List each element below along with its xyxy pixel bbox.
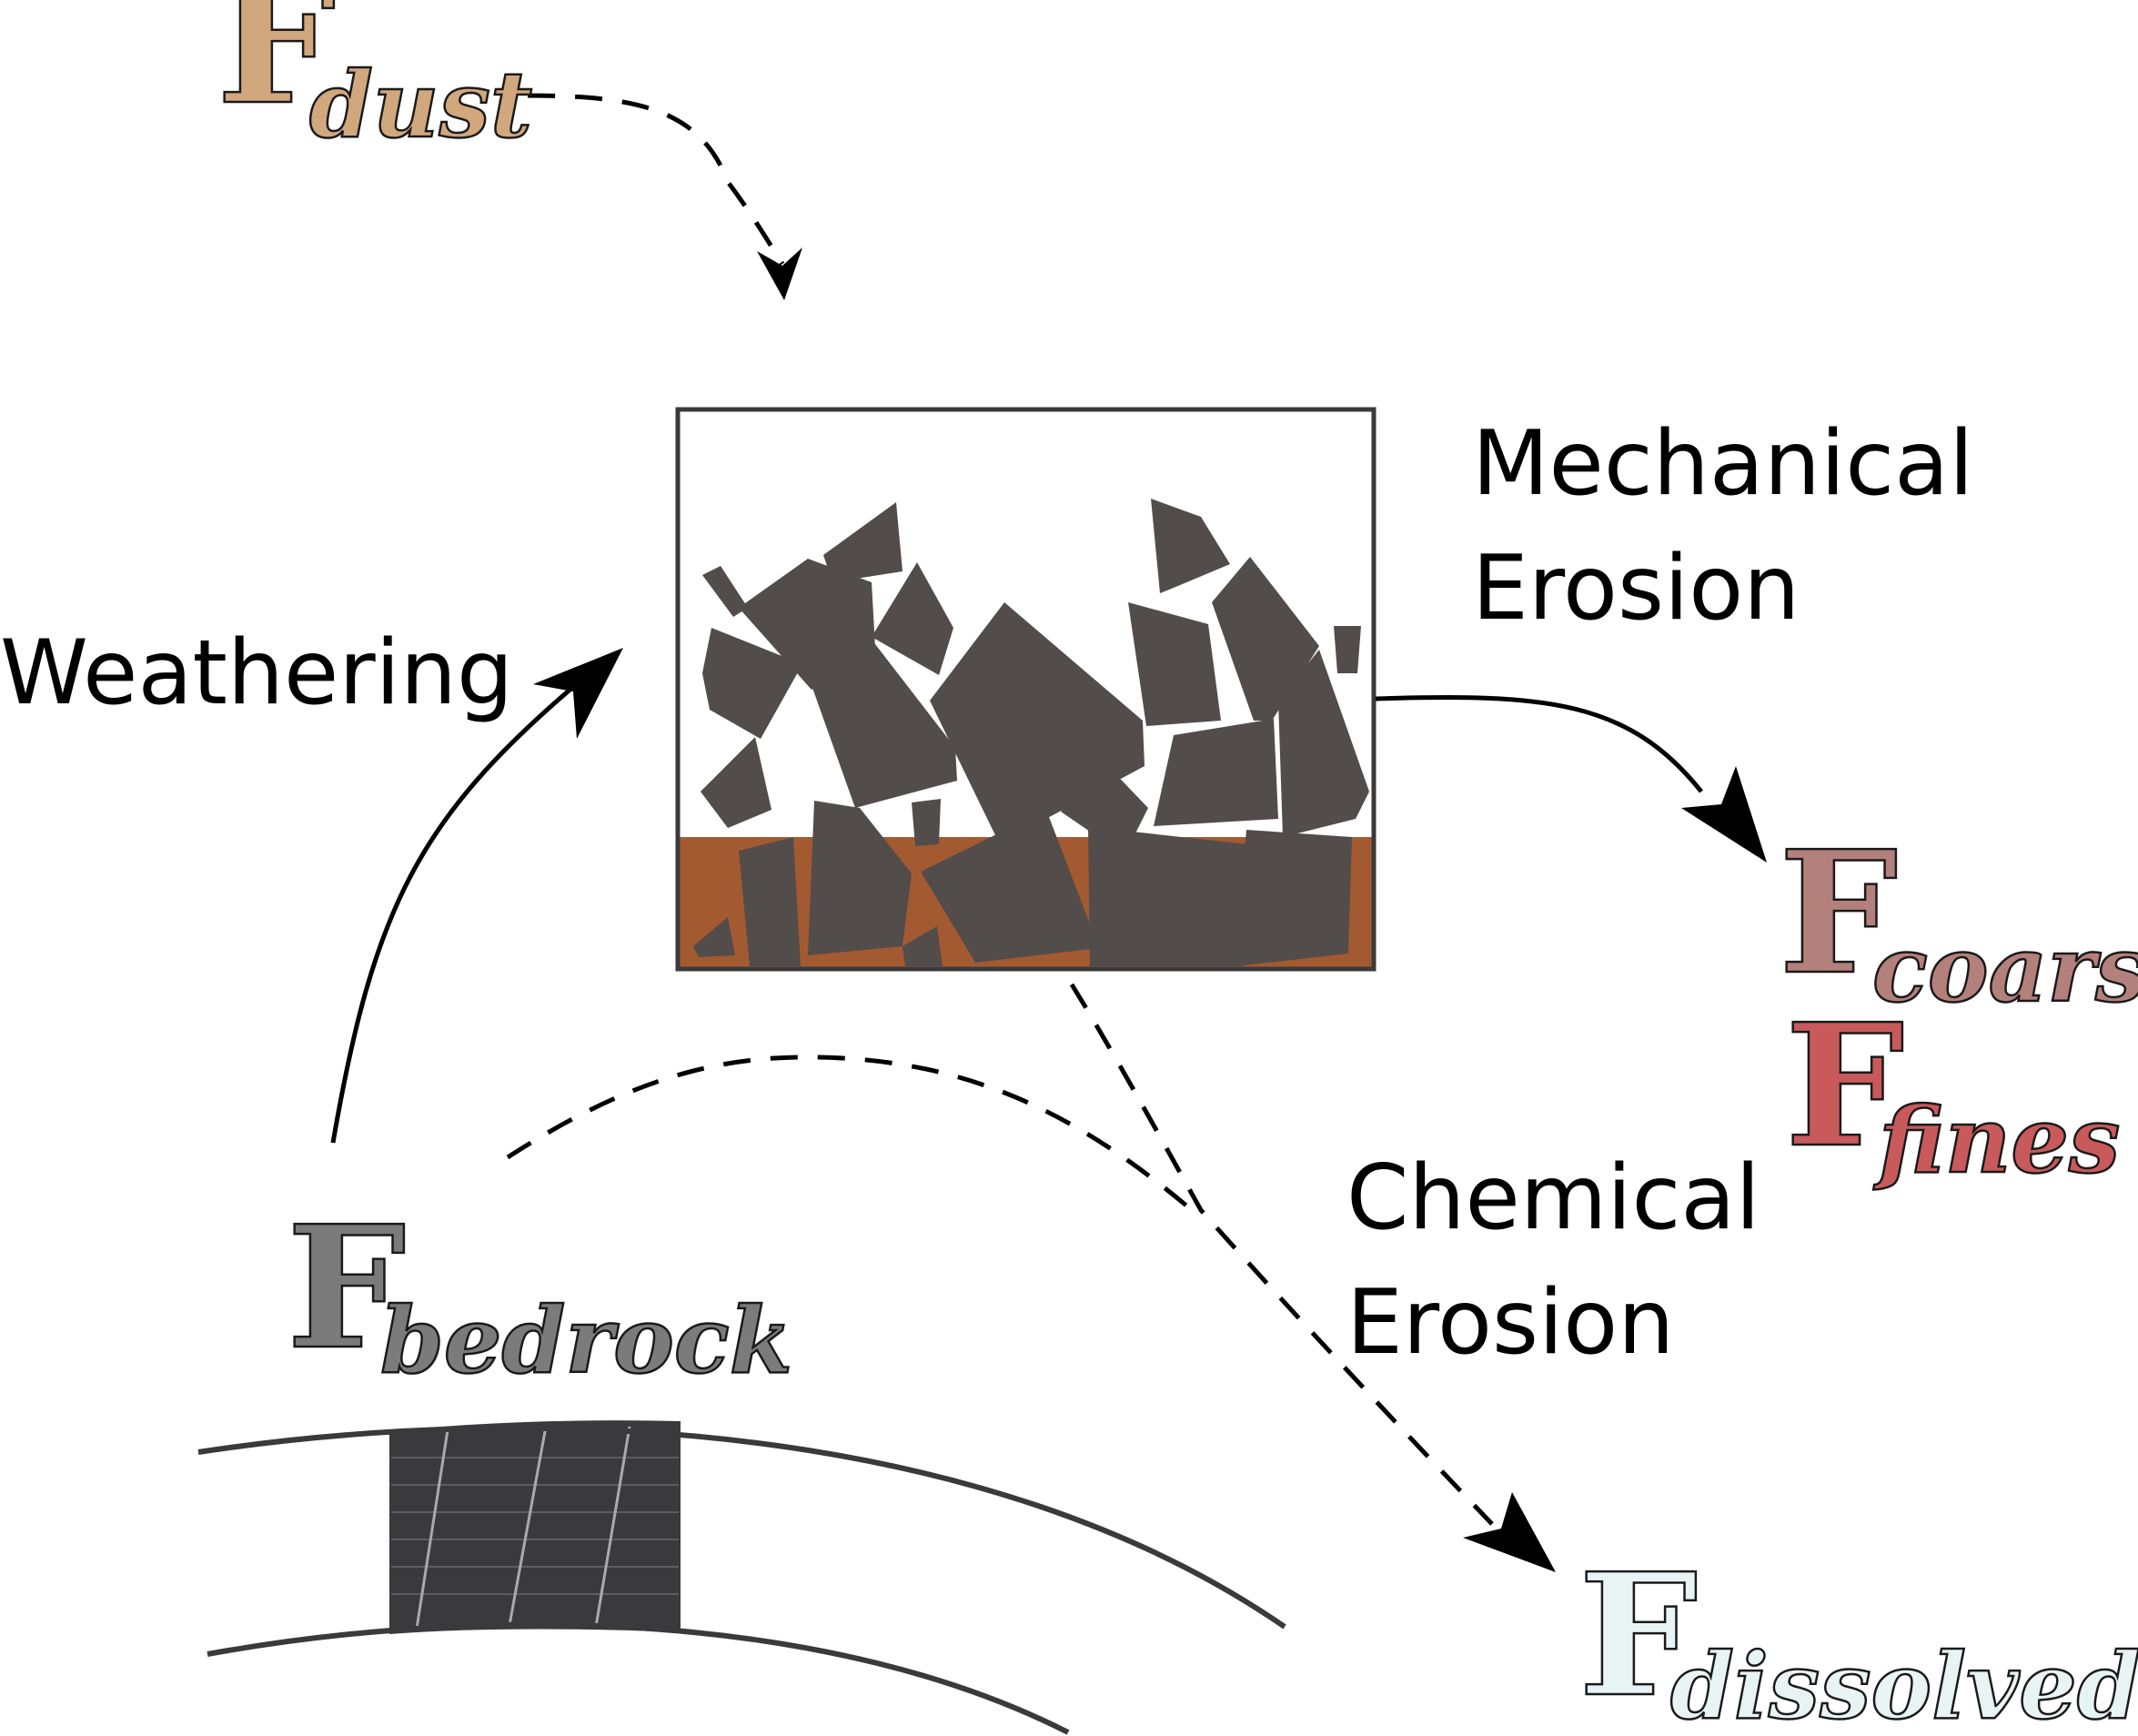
- regolith-box: [675, 407, 1377, 972]
- rock-fragment: [739, 559, 875, 690]
- flux-symbol: F: [287, 1188, 406, 1387]
- arrow-head: [1681, 766, 1767, 863]
- box-outline: [675, 407, 1377, 972]
- dust-arrow: [527, 93, 802, 300]
- surface-curve-lower: [207, 1621, 1070, 1735]
- rock-fragments: [693, 499, 1369, 966]
- rock-fragment: [701, 737, 771, 828]
- rock-fragment: [921, 810, 1099, 963]
- rock-fragment: [1212, 557, 1319, 721]
- flux-coarse: F coarse: [1778, 812, 2138, 1024]
- rock-fragment: [1154, 719, 1278, 826]
- mechanical-erosion-label-line2: Erosion: [1472, 537, 1800, 641]
- flux-fines: F fines: [1784, 985, 2122, 1196]
- rock-fragment: [930, 602, 1145, 835]
- weathering-arrow: [330, 648, 623, 1144]
- bedrock-section: [197, 1420, 1286, 1735]
- mechanical-erosion-label-line1: Mechanical: [1472, 412, 1973, 516]
- bedrock-block: [389, 1420, 681, 1634]
- weathering-label: Weathering: [0, 621, 513, 725]
- arrow-head: [1463, 1492, 1556, 1572]
- rock-fragment: [903, 926, 943, 966]
- rock-fragment: [1334, 626, 1361, 673]
- rock-fragment: [808, 644, 957, 808]
- bedrock-dissolution-arrow: [506, 1055, 1194, 1212]
- flux-subscript: bedrock: [380, 1287, 792, 1394]
- arrow-head: [757, 247, 802, 300]
- flux-bedrock: F bedrock: [286, 1187, 794, 1396]
- flux-dust: F dust: [216, 0, 534, 159]
- rock-fragment: [808, 801, 912, 955]
- rock-fragment: [1151, 499, 1230, 593]
- rock-fragment: [823, 502, 903, 582]
- flux-symbol: F: [1578, 1536, 1698, 1734]
- rock-fragment: [1235, 830, 1352, 966]
- flux-subscript: dust: [309, 51, 532, 158]
- flux-subscript: dissolved: [1670, 1632, 2138, 1736]
- rock-fragment: [872, 562, 953, 675]
- flux-dissolved: F dissolved: [1578, 1535, 2138, 1736]
- chemical-erosion-arrow: [1069, 983, 1556, 1572]
- arrow-head: [533, 648, 623, 739]
- rock-fragment: [912, 799, 941, 846]
- rock-fragment: [702, 628, 802, 739]
- chemical-erosion-label-line2: Erosion: [1346, 1271, 1674, 1375]
- bedrock-joint-lines: [415, 1426, 631, 1630]
- rock-fragment: [1128, 602, 1221, 726]
- flux-subscript: coarse: [1872, 915, 2138, 1023]
- flux-symbol: F: [1785, 986, 1904, 1185]
- rock-fragment: [739, 837, 801, 966]
- rock-fragment: [702, 566, 748, 617]
- mechanical-erosion-arrow: [1375, 695, 1767, 863]
- rock-fragment: [1278, 650, 1369, 837]
- flux-symbol: F: [1779, 813, 1898, 1012]
- flux-subscript: fines: [1873, 1086, 2120, 1194]
- chemical-erosion-label-line1: Chemical: [1346, 1146, 1760, 1250]
- flux-symbol: F: [217, 0, 336, 142]
- rock-fragment: [1088, 828, 1248, 966]
- surface-curve-upper: [197, 1425, 1286, 1630]
- rock-fragment: [693, 917, 735, 957]
